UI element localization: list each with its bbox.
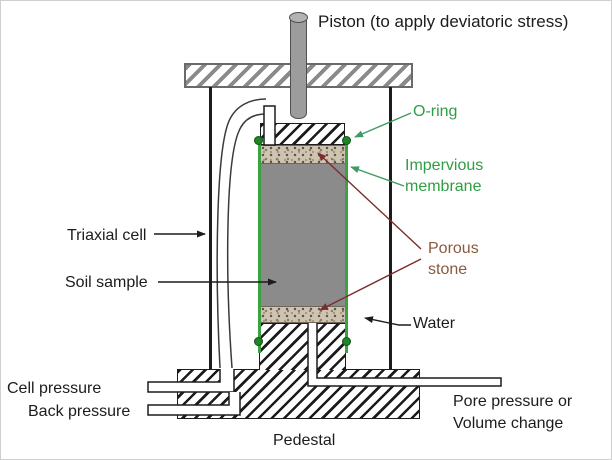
oring-top-left	[254, 136, 263, 145]
water-arrow	[364, 316, 411, 326]
oring-bottom-left	[254, 337, 263, 346]
top-cap-platen	[260, 123, 345, 145]
oring-top-right	[342, 136, 351, 145]
piston-label: Piston (to apply deviatoric stress)	[318, 12, 569, 31]
porous-stone-bottom	[261, 306, 345, 323]
impervious-membrane-label-line2: membrane	[405, 178, 482, 195]
piston-rod	[290, 17, 307, 119]
membrane-arrow	[350, 166, 405, 187]
oring-bottom-right	[342, 337, 351, 346]
pore-pressure-label: Pore pressure or Volume change	[453, 391, 572, 435]
porous-stone-label-line1: Porous	[428, 240, 479, 257]
triaxial-cell-label: Triaxial cell	[67, 227, 147, 244]
back-pressure-label: Back pressure	[28, 403, 131, 420]
water-label: Water	[413, 315, 456, 332]
pore-pressure-label-line1: Pore pressure or	[453, 393, 573, 410]
porous-stone-top	[261, 145, 345, 164]
pore-pressure-label-line2: Volume change	[453, 415, 564, 432]
oring-label: O-ring	[413, 103, 458, 120]
impervious-membrane-right	[345, 137, 348, 353]
pedestal-label: Pedestal	[273, 432, 336, 449]
cell-pressure-label: Cell pressure	[7, 380, 102, 397]
impervious-membrane-label-line1: Impervious	[405, 157, 484, 174]
pedestal-block	[259, 323, 346, 370]
oring-arrow	[354, 112, 412, 138]
piston-rod-top-cap	[289, 12, 308, 23]
soil-sample-label: Soil sample	[65, 274, 148, 291]
triaxial-cell-wall-right	[389, 87, 392, 370]
impervious-membrane-label: Impervious membrane	[405, 155, 483, 197]
soil-sample-body	[261, 164, 345, 306]
porous-stone-label: Porous stone	[428, 238, 479, 280]
triaxial-cell-wall-left	[209, 87, 212, 369]
impervious-membrane-left	[258, 137, 261, 353]
base-block	[177, 369, 420, 419]
porous-stone-label-line2: stone	[428, 261, 468, 278]
